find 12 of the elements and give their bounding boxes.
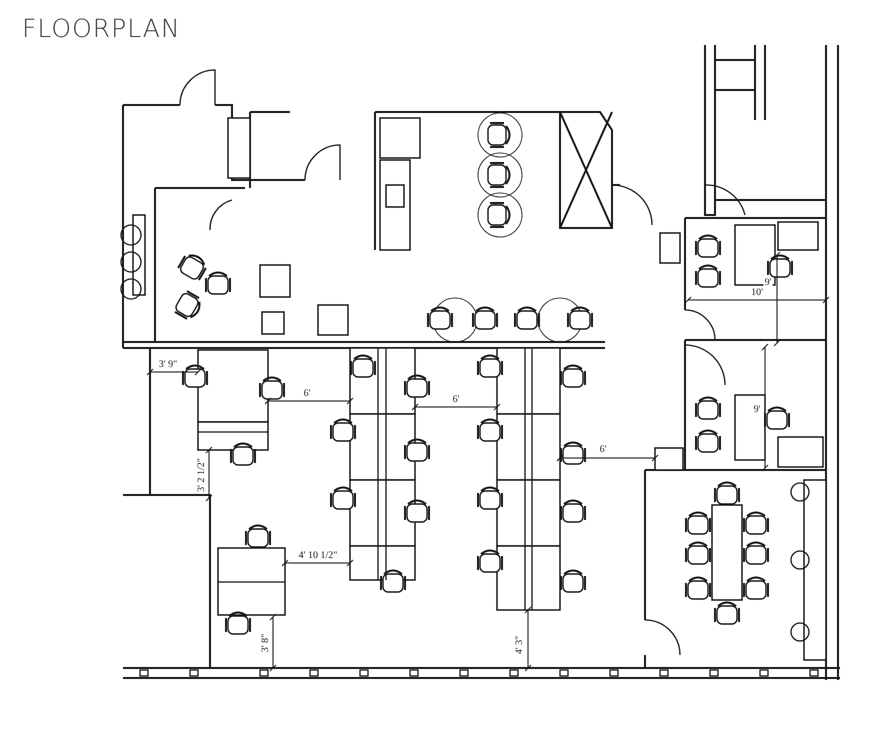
dimension-label: 6' (598, 445, 608, 455)
dimension-label: 9' (752, 405, 762, 415)
dimension-label: 3' 2 1/2" (197, 457, 207, 493)
dimension-label: 4' 3" (515, 634, 525, 656)
title: FLOORPLAN (22, 14, 181, 43)
dimension-label: 10' (750, 288, 764, 298)
dimension-label: 9' (764, 278, 772, 288)
dimension-label: 6' (302, 389, 312, 399)
dimension-label: 3' 9" (158, 360, 178, 370)
dimension-label: 3' 8" (261, 632, 271, 654)
dimension-label: 4' 10 1/2" (298, 551, 338, 561)
dimension-label: 6' (452, 395, 460, 405)
